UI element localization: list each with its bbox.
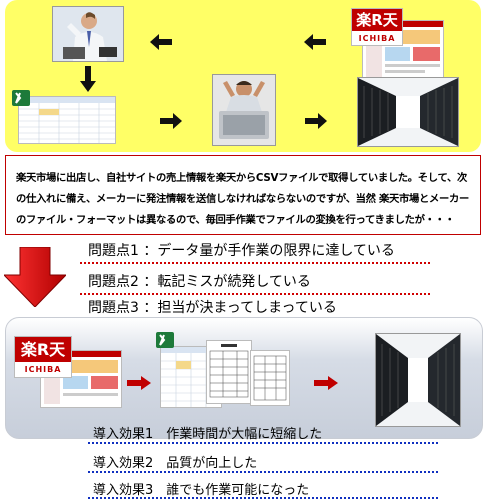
description-box: 楽天市場に出店し、自社サイトの売上情報を楽天からCSVファイルで取得していました…: [5, 155, 481, 235]
excel-spreadsheet-thumbnail: [18, 96, 116, 144]
frustrated-worker-photo: [212, 74, 276, 146]
effect-1: 導入効果1 作業時間が大幅に短縮した: [93, 427, 323, 442]
rakuten-ichiba-logo: 楽R天 ICHIBA: [351, 8, 403, 46]
big-red-down-arrow-icon: [4, 247, 66, 307]
server-room-photo: [375, 333, 461, 427]
ichiba-logo-text: ICHIBA: [358, 34, 396, 43]
red-right-arrow-icon: [127, 376, 151, 390]
effect-1-underline: [88, 442, 438, 444]
effect-3-underline: [88, 497, 438, 499]
order-form-thumbnail: [206, 340, 252, 404]
server-room-photo: [357, 77, 459, 147]
right-arrow-icon: [305, 113, 327, 129]
effect-2: 導入効果2 品質が向上した: [93, 456, 258, 471]
rakuten-logo-text: 楽R天: [352, 9, 402, 31]
order-form-thumbnail: [250, 350, 290, 406]
office-worker-photo: [52, 6, 124, 62]
problem-3: 問題点3 ：担当が決まってしまっている: [88, 300, 337, 316]
problem-2: 問題点2 ：転記ミスが続発している: [88, 274, 311, 290]
down-arrow-icon: [80, 66, 96, 92]
problem-2-underline: [80, 293, 430, 295]
excel-icon: [156, 332, 174, 348]
description-text: 楽天市場に出店し、自社サイトの売上情報を楽天からCSVファイルで取得していました…: [16, 172, 469, 226]
rakuten-ichiba-logo: 楽R天 ICHIBA: [14, 336, 72, 378]
excel-icon: [12, 90, 30, 106]
ichiba-logo-text: ICHIBA: [24, 365, 62, 374]
effect-3: 導入効果3 誰でも作業可能になった: [93, 483, 310, 498]
red-right-arrow-icon: [314, 376, 338, 390]
left-arrow-icon: [150, 34, 172, 50]
problem-1-underline: [80, 262, 430, 264]
problem-1: 問題点1 ：データ量が手作業の限界に達している: [88, 243, 395, 259]
right-arrow-icon: [160, 113, 182, 129]
effect-2-underline: [88, 471, 438, 473]
rakuten-logo-text: 楽R天: [15, 337, 71, 362]
left-arrow-icon: [304, 34, 326, 50]
